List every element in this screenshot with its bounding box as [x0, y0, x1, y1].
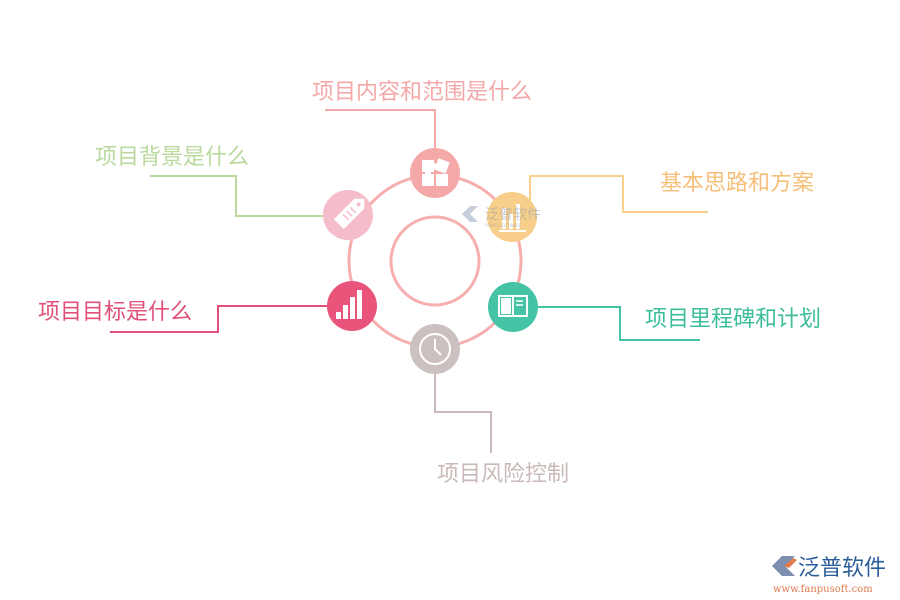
label-goal: 项目目标是什么 [38, 300, 192, 325]
watermark: 泛普软件 FANPU SOFTWARE [462, 206, 541, 228]
logo-name: 泛普软件 [798, 556, 886, 581]
label-risk: 项目风险控制 [437, 462, 569, 487]
node-approach [487, 192, 537, 242]
clock-icon [419, 333, 451, 365]
logo-mark [772, 556, 795, 576]
tag-icon [333, 198, 365, 230]
connector-goal [110, 305, 327, 333]
watermark-sub: FANPU SOFTWARE [485, 223, 522, 228]
label-scope: 项目内容和范围是什么 [312, 80, 532, 105]
bar-chart-icon [336, 290, 362, 319]
chart-icon [499, 204, 526, 232]
connector-risk [434, 374, 492, 453]
connector-milestone [538, 306, 700, 341]
logo: 泛普软件 www.fanpusoft.com [772, 556, 886, 595]
node-goal [327, 281, 377, 331]
label-approach: 基本思路和方案 [660, 171, 814, 196]
label-background: 项目背景是什么 [95, 145, 249, 170]
logo-url: www.fanpusoft.com [773, 584, 873, 595]
node-milestone [488, 282, 538, 332]
node-scope [410, 148, 460, 198]
connector-approach [529, 175, 708, 215]
node-risk [410, 324, 460, 374]
inner-ring [389, 215, 481, 307]
book-icon [498, 295, 528, 317]
label-milestone: 项目里程碑和计划 [645, 307, 821, 332]
node-background [323, 190, 373, 240]
connector-background [150, 175, 323, 217]
connector-scope [325, 109, 436, 148]
watermark-text: 泛普软件 [485, 207, 541, 223]
puzzle-icon [422, 158, 450, 186]
